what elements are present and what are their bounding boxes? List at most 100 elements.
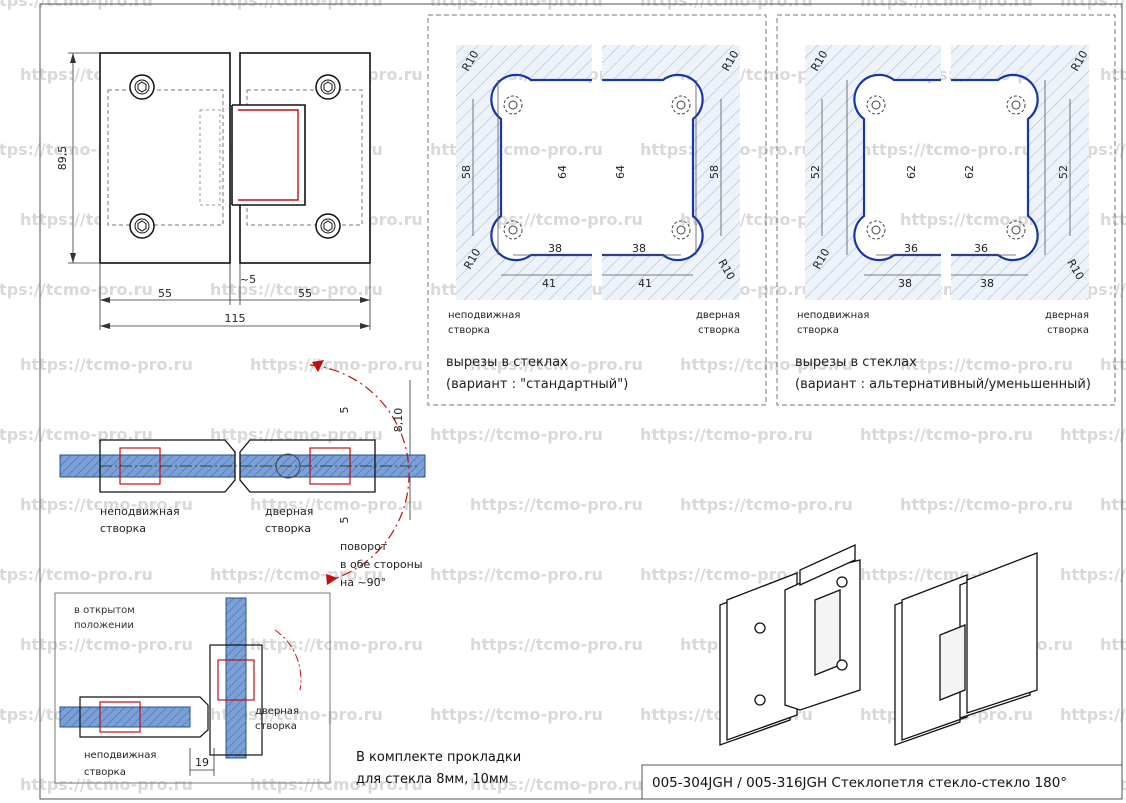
watermark-text: https://tcmo-pro.ru (1100, 210, 1126, 229)
watermark-text: https://tcmo-pro.ru (20, 355, 193, 374)
kit-note-line-1: В комплекте прокладки (356, 750, 521, 765)
dim-outer-height: 58 (708, 165, 721, 179)
watermark-text: https://tcmo-pro.ru (1100, 495, 1126, 514)
watermark-text: https://tcmo-pro.ru (860, 140, 1033, 159)
hole-icon (866, 220, 886, 240)
watermark-text: https://tcmo-pro.ru (210, 705, 383, 724)
watermark-text: https://tcmo-pro.ru (860, 425, 1033, 444)
rot-door-label-2: створка (265, 522, 311, 535)
open-label-2: положении (74, 620, 134, 631)
watermark-text: https://tcmo-pro.ru (640, 425, 813, 444)
watermark-text: https://tcmo-pro.ru (210, 280, 383, 299)
fixed-label: створка (797, 325, 839, 336)
watermark-text: https://tcmo-pro.ru (210, 425, 383, 444)
rotation-view: 5 5 8,10 поворот в обе стороны на ~90° н… (59, 360, 426, 589)
dim-outer-width: 38 (980, 277, 994, 290)
dim-width-left: 55 (158, 287, 172, 300)
hole-icon (503, 95, 523, 115)
dim-inner-width: 36 (904, 242, 918, 255)
rotation-note-3: на ~90° (340, 576, 386, 589)
dim-outer-width: 41 (638, 277, 652, 290)
dim-outer-height: 52 (809, 165, 822, 179)
hole-icon (1006, 220, 1026, 240)
front-view: 89,5 55 ~5 55 115 (56, 52, 371, 330)
watermark-text: https://tcmo-pro.ru (470, 635, 643, 654)
rot-fixed-label-2: створка (100, 522, 146, 535)
door-label: створка (1047, 325, 1089, 336)
open-fixed-label-2: створка (84, 767, 126, 778)
fixed-label: створка (448, 325, 490, 336)
dim-inner-height: 64 (614, 165, 627, 179)
rotation-note-1: поворот (340, 540, 388, 553)
watermark-text: https://tcmo-pro.ru (900, 495, 1073, 514)
watermark-text: https://tcmo-pro.ru (250, 635, 423, 654)
watermark-text: https://tcmo-pro.ru (430, 0, 603, 10)
open-position-view: в открытом положении дверная створка неп… (54, 592, 331, 784)
dim-width-right: 55 (298, 287, 312, 300)
watermark-text: https://tcmo-pro.ru (0, 280, 153, 299)
dim-inner-height: 64 (556, 165, 569, 179)
watermark-text: https://tcmo-pro.ru (860, 0, 1033, 10)
watermark-text: https://tcmo-pro.ru (470, 210, 643, 229)
rotation-arc (309, 364, 410, 581)
watermark-text: https://tcmo-pro.ru (470, 495, 643, 514)
title-block (641, 764, 1123, 800)
watermark-text: https://tcmo-pro.ru (470, 355, 643, 374)
watermark-text: https://tcmo-pro.ru (900, 355, 1073, 374)
open-glass-fixed (59, 706, 191, 728)
kit-note-line-2: для стекла 8мм, 10мм (356, 772, 509, 787)
dim-height: 89,5 (56, 146, 69, 171)
rotation-note-2: в обе стороны (340, 558, 423, 571)
cutout-caption: (вариант : "стандартный") (446, 377, 628, 392)
watermark-text: https://tcmo-pro.ru (250, 775, 423, 794)
watermark-text: https://tcmo-pro.ru (470, 775, 643, 794)
rot-door-label-1: дверная (265, 505, 313, 518)
door-label: дверная (696, 310, 740, 321)
hole-icon (1006, 95, 1026, 115)
sheet-border (39, 3, 1123, 800)
watermark-text: https://tcmo-pro.ru (680, 355, 853, 374)
rot-dim-top: 5 (338, 407, 351, 414)
watermark-text: https://tcmo-pro.ru (430, 425, 603, 444)
screw-icon (315, 213, 341, 239)
dim-inner-width: 36 (974, 242, 988, 255)
open-door-label-1: дверная (255, 706, 299, 717)
watermark-text: https://tcmo-pro.ru (640, 0, 813, 10)
cutout-caption: вырезы в стеклах (795, 355, 917, 370)
watermark-text: https://tcmo-pro.ru (430, 705, 603, 724)
watermark-text: https://tcmo-pro.ru (430, 140, 603, 159)
watermark-text: https://tcmo-pro.ru (1060, 705, 1126, 724)
watermark-text: https://tcmo-pro.ru (250, 355, 423, 374)
cutout-caption: (вариант : альтернативный/уменьшенный) (795, 377, 1091, 392)
watermark-text: https://tcmo-pro.ru (1100, 635, 1126, 654)
front-left-plate (99, 52, 231, 264)
watermark-text: https://tcmo-pro.ru (1060, 565, 1126, 584)
watermark-text: https://tcmo-pro.ru (210, 565, 383, 584)
door-label: дверная (1045, 310, 1089, 321)
watermark-text: https://tcmo-pro.ru (640, 565, 813, 584)
dim-outer-width: 41 (542, 277, 556, 290)
fixed-label: неподвижная (448, 310, 520, 321)
open-label-1: в открытом (74, 605, 135, 616)
watermark-text: https://tcmo-pro.ru (1100, 355, 1126, 374)
rot-dim-bottom: 5 (338, 517, 351, 524)
watermark-text: https://tcmo-pro.ru (0, 0, 153, 10)
hole-icon (671, 95, 691, 115)
watermark-text: https://tcmo-pro.ru (680, 495, 853, 514)
hole-icon (503, 220, 523, 240)
rot-dim-total: 8,10 (392, 408, 405, 433)
open-dim: 19 (195, 756, 209, 769)
screw-icon (315, 74, 341, 100)
title-text: 005-304JGH / 005-316JGH Стеклопетля стек… (652, 775, 1067, 791)
cutout-caption: вырезы в стеклах (446, 355, 568, 370)
watermark-text: https://tcmo-pro.ru (0, 565, 153, 584)
dim-inner-width: 38 (548, 242, 562, 255)
hinge-3d-render-left (719, 543, 861, 746)
screw-icon (129, 74, 155, 100)
dim-inner-height: 62 (963, 165, 976, 179)
dim-gap: ~5 (240, 273, 256, 286)
front-hinge-cap (232, 104, 306, 206)
